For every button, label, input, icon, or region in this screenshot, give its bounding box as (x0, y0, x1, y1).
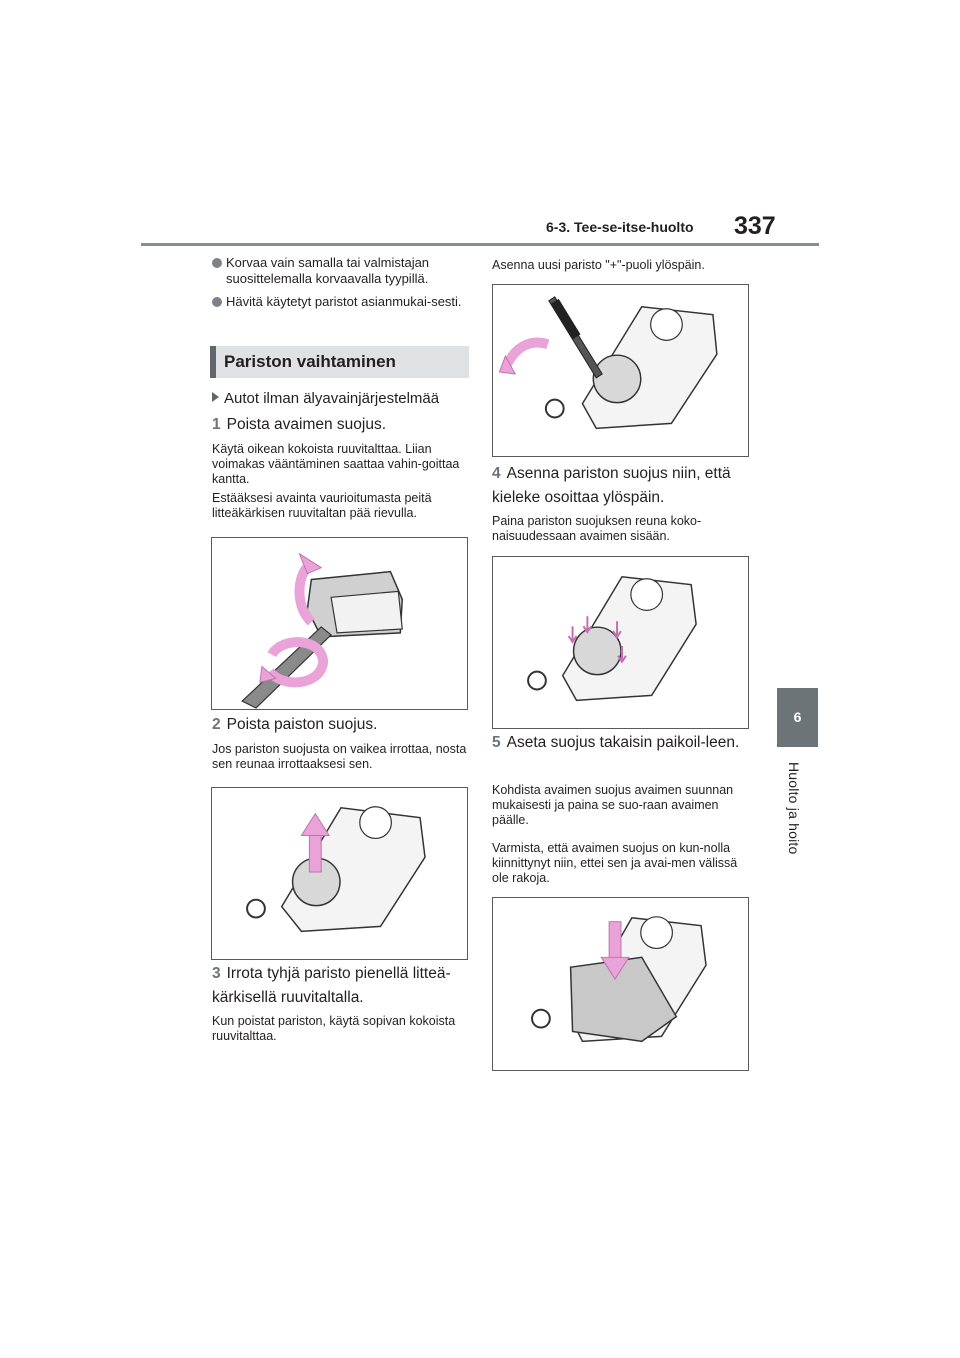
page-number: 337 (734, 212, 776, 240)
step-4-note: Paina pariston suojuksen reuna koko-nais… (492, 514, 702, 543)
step-number: 5 (492, 734, 501, 751)
key-cover-removal-drawing (241, 552, 404, 709)
section-heading: Pariston vaihtaminen (210, 346, 469, 378)
battery-cover-drawing (246, 806, 426, 933)
step-number: 3 (212, 965, 221, 982)
step-5-note: Varmista, että avaimen suojus on kun-nol… (492, 841, 738, 885)
step-text: Asenna pariston suojus niin, että kielek… (492, 465, 731, 506)
bullet-icon (212, 258, 222, 268)
illustration-remove-key-cover (211, 537, 468, 710)
step-text: Irrota tyhjä paristo pienellä litteä-kär… (212, 965, 451, 1006)
section-header: 6-3. Tee-se-itse-huolto (546, 219, 694, 235)
illustration-remove-battery-cover (211, 787, 468, 960)
step-2: 2 Poista paiston suojus. (212, 713, 474, 737)
step-1: 1 Poista avaimen suojus. (212, 413, 474, 437)
step-5: 5 Aseta suojus takaisin paikoil-leen. (492, 731, 754, 755)
cover-reattach-drawing (531, 916, 707, 1043)
bullet-item: Korvaa vain samalla tai valmistajan suos… (212, 255, 488, 287)
step-text: Poista avaimen suojus. (226, 416, 387, 433)
bullet-text: Hävitä käytetyt paristot asianmukai-sest… (226, 294, 462, 309)
illustration-reattach-cover (492, 897, 749, 1071)
battery-cover-install-drawing (527, 575, 697, 702)
step-number: 1 (212, 416, 221, 433)
step-5-note: Kohdista avaimen suojus avaimen suunnan … (492, 783, 734, 827)
chapter-label: Huolto ja hoito (786, 762, 802, 855)
chapter-number: 6 (793, 709, 802, 725)
header-divider (141, 243, 819, 246)
step-number: 2 (212, 716, 221, 733)
section-title: Pariston vaihtaminen (224, 352, 396, 371)
step-3-note: Kun poistat pariston, käytä sopivan koko… (212, 1014, 456, 1043)
bullet-text: Korvaa vain samalla tai valmistajan suos… (226, 255, 430, 286)
battery-orientation-note: Asenna uusi paristo "+"-puoli ylöspäin. (492, 258, 705, 272)
bullet-icon (212, 297, 222, 307)
illustration-install-battery-cover (492, 556, 749, 729)
triangle-arrow-icon (212, 392, 219, 402)
subheading-text: Autot ilman älyavainjärjestelmää (224, 390, 440, 407)
battery-replace-drawing (498, 296, 718, 430)
subheading: Autot ilman älyavainjärjestelmää (212, 390, 439, 407)
step-text: Aseta suojus takaisin paikoil-leen. (506, 734, 740, 751)
section-bar (210, 346, 216, 378)
chapter-tab: 6 (777, 688, 818, 747)
step-text: Poista paiston suojus. (226, 716, 378, 733)
step-2-note: Jos pariston suojusta on vaikea irrottaa… (212, 742, 467, 771)
illustration-replace-battery (492, 284, 749, 457)
bullet-item: Hävitä käytetyt paristot asianmukai-sest… (212, 294, 488, 310)
step-1-note: Käytä oikean kokoista ruuvitalttaa. Liia… (212, 442, 460, 486)
step-1-note: Estääksesi avainta vaurioitumasta peitä … (212, 491, 432, 520)
step-number: 4 (492, 465, 501, 482)
